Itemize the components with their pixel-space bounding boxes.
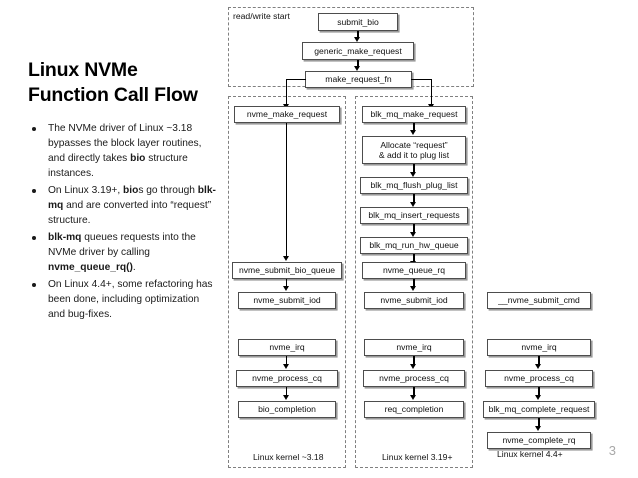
arrowhead-nvme-submit-bio-queue — [283, 256, 290, 261]
page-number: 3 — [608, 443, 616, 458]
node-nvme-queue-rq[interactable]: nvme_queue_rq — [362, 262, 466, 279]
bullet-item: On Linux 3.19+, bios go through blk-mq a… — [28, 184, 218, 229]
bullet-text-segment: blk-mq — [48, 231, 82, 243]
bullet-text-segment: On Linux 3.19+, — [48, 184, 124, 196]
arrowhead-generic-make-request — [354, 37, 361, 42]
bullet-text-segment: blk-mq — [48, 184, 216, 211]
arrowhead-nvme-complete-rq — [535, 426, 542, 431]
node-req-completion[interactable]: req_completion — [364, 401, 464, 418]
arrow-nvme-irq-44-to-process-cq — [538, 356, 540, 366]
node-nvme-submit-iod-318[interactable]: nvme_submit_iod — [238, 292, 336, 309]
node-make-request-fn[interactable]: make_request_fn — [305, 71, 412, 88]
arrowhead-blk-mq-complete-request — [535, 395, 542, 400]
arrow-nvme-irq-319-to-process-cq — [413, 356, 415, 366]
node-nvme-irq-319[interactable]: nvme_irq — [364, 339, 464, 356]
arrowhead-nvme-process-cq-44 — [535, 364, 542, 369]
node-allocate-request[interactable]: Allocate “request” & add it to plug list — [362, 136, 466, 164]
bullet-text-segment: bio — [130, 152, 146, 164]
arrow-flush-to-insert-requests — [413, 194, 415, 203]
bullet-item: The NVMe driver of Linux ~3.18 bypasses … — [28, 122, 218, 182]
node-nvme-submit-cmd[interactable]: __nvme_submit_cmd — [487, 292, 591, 309]
bullet-dot-icon — [32, 188, 36, 193]
arrowhead-req-completion — [410, 395, 417, 400]
node-nvme-complete-rq[interactable]: nvme_complete_rq — [487, 432, 591, 449]
bullet-text-segment: On Linux 4.4+, some refactoring has been… — [48, 278, 213, 320]
bullet-dot-icon — [32, 126, 36, 131]
group-label-linux-kernel-319: Linux kernel 3.19+ — [382, 452, 453, 462]
group-label-read-write-start: read/write start — [233, 11, 290, 21]
arrow-insert-to-run-hw-queue — [413, 224, 415, 233]
arrow-nvme-queue-rq-to-submit-iod — [413, 279, 415, 288]
arrow-bio-queue-to-submit-iod — [286, 279, 288, 288]
node-blk-mq-run-hw-queue[interactable]: blk_mq_run_hw_queue — [360, 237, 468, 254]
arrowhead-nvme-submit-iod-319 — [410, 286, 417, 291]
node-nvme-submit-bio-queue[interactable]: nvme_submit_bio_queue — [232, 262, 342, 279]
bullet-text-segment: The NVMe driver of Linux ~3.18 bypasses … — [48, 122, 202, 164]
bullet-text-segment: nvme_queue_rq() — [48, 261, 133, 273]
arrowhead-blk-mq-insert-requests — [410, 202, 417, 207]
arrowhead-allocate-request — [410, 130, 417, 135]
node-nvme-process-cq-44[interactable]: nvme_process_cq — [485, 370, 593, 387]
arrow-nvme-make-request-to-bio-queue — [286, 123, 288, 258]
node-nvme-irq-318[interactable]: nvme_irq — [238, 339, 336, 356]
node-generic-make-request[interactable]: generic_make_request — [302, 42, 414, 60]
node-bio-completion[interactable]: bio_completion — [238, 401, 336, 418]
branch-down-left — [286, 79, 288, 106]
arrowhead-blk-mq-flush-plug-list — [410, 172, 417, 177]
arrow-process-cq-318-to-bio-completion — [286, 387, 288, 397]
node-submit-bio[interactable]: submit_bio — [318, 13, 398, 31]
bullet-text-segment: queues requests into the NVMe driver by … — [48, 231, 196, 258]
arrow-nvme-irq-318-to-process-cq — [286, 356, 288, 366]
arrowhead-blk-mq-run-hw-queue — [410, 232, 417, 237]
bullet-text-segment: structure instances. — [48, 152, 188, 179]
node-nvme-process-cq-319[interactable]: nvme_process_cq — [363, 370, 465, 387]
arrow-allocate-to-flush-plug-list — [413, 164, 415, 173]
bullet-text-segment: . — [132, 261, 136, 273]
arrow-generic-to-make-request-fn — [357, 60, 359, 68]
branch-line-left — [286, 79, 306, 81]
node-blk-mq-complete-request[interactable]: blk_mq_complete_request — [483, 401, 595, 418]
bullet-text-segment: and are converted into “request” structu… — [48, 199, 212, 226]
bullet-list: The NVMe driver of Linux ~3.18 bypasses … — [28, 122, 218, 323]
arrow-process-cq-319-to-req-completion — [413, 387, 415, 397]
arrow-blk-mq-make-request-to-allocate — [413, 123, 415, 132]
arrow-submit-bio-to-generic — [357, 31, 359, 39]
node-nvme-submit-iod-319[interactable]: nvme_submit_iod — [364, 292, 464, 309]
arrow-run-hw-queue-to-nvme-queue-rq — [413, 254, 415, 263]
bullet-item: blk-mq queues requests into the NVMe dri… — [28, 231, 218, 276]
arrowhead-nvme-submit-iod-318 — [283, 286, 290, 291]
bullet-dot-icon — [32, 282, 36, 287]
arrow-process-cq-44-to-complete-request — [538, 387, 540, 397]
branch-line-right — [411, 79, 432, 81]
bullet-dot-icon — [32, 235, 36, 240]
group-label-linux-kernel-44: Linux kernel 4.4+ — [497, 449, 563, 459]
node-nvme-irq-44[interactable]: nvme_irq — [487, 339, 591, 356]
arrowhead-nvme-process-cq-319 — [410, 364, 417, 369]
group-label-linux-kernel-318: Linux kernel ~3.18 — [253, 452, 324, 462]
arrowhead-nvme-process-cq-318 — [283, 364, 290, 369]
arrow-complete-request-to-nvme-complete-rq — [538, 418, 540, 428]
bullet-text-segment: s go through — [138, 184, 198, 196]
node-blk-mq-make-request[interactable]: blk_mq_make_request — [362, 106, 466, 123]
bullet-item: On Linux 4.4+, some refactoring has been… — [28, 278, 218, 323]
branch-down-right — [431, 79, 433, 106]
group-linux-kernel-319 — [355, 96, 473, 468]
bullet-text-segment: bio — [123, 184, 139, 196]
node-nvme-make-request[interactable]: nvme_make_request — [234, 106, 340, 123]
node-nvme-process-cq-318[interactable]: nvme_process_cq — [236, 370, 338, 387]
node-blk-mq-flush-plug-list[interactable]: blk_mq_flush_plug_list — [360, 177, 468, 194]
arrowhead-bio-completion — [283, 395, 290, 400]
node-blk-mq-insert-requests[interactable]: blk_mq_insert_requests — [360, 207, 468, 224]
arrowhead-make-request-fn — [354, 66, 361, 71]
